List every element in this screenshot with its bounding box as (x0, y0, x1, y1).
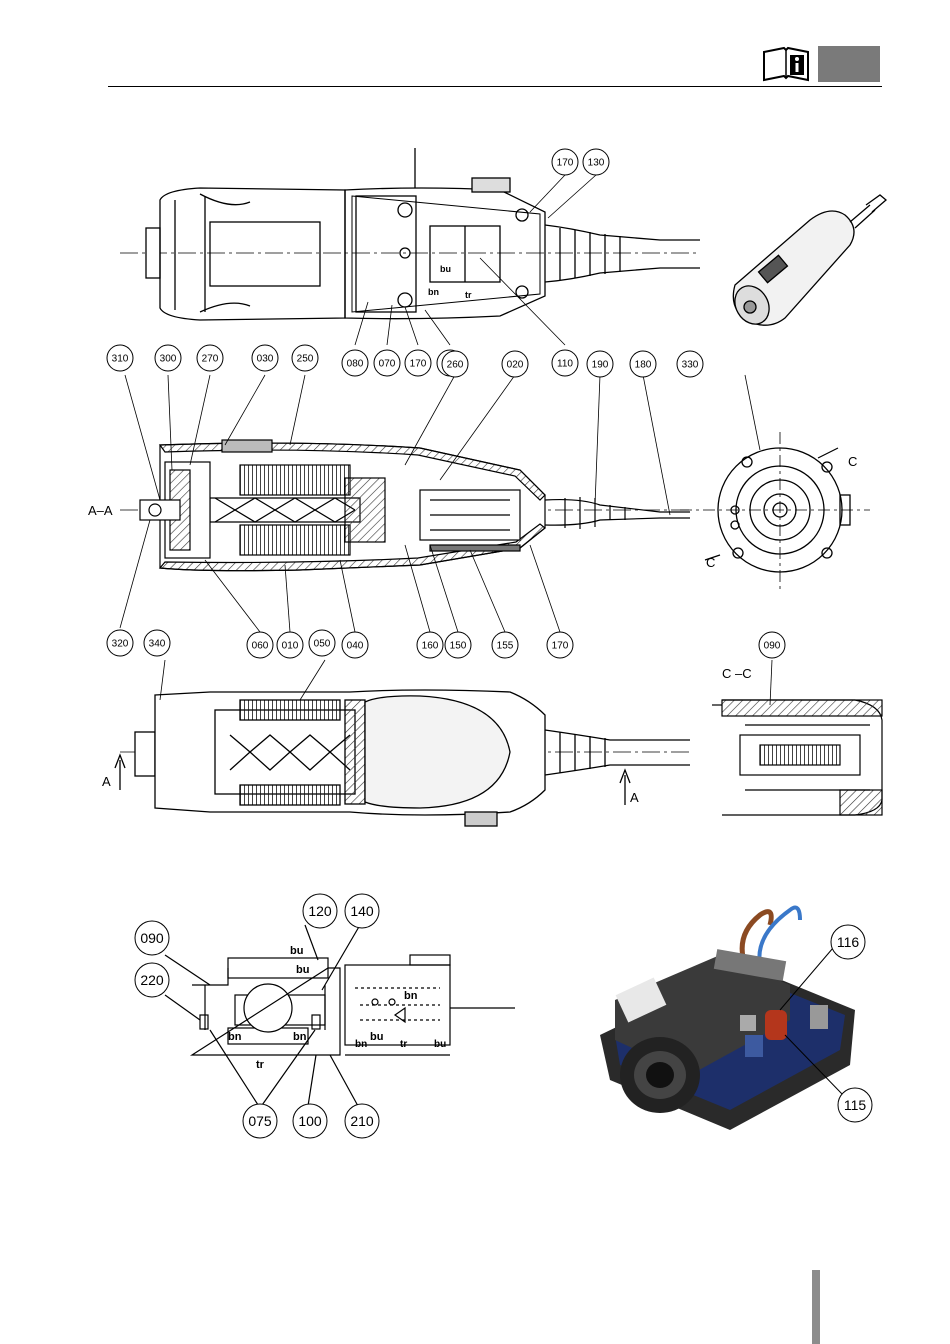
callout-number: 270 (202, 354, 219, 365)
callout-090: 090 (135, 921, 169, 955)
callout-310: 310 (107, 345, 133, 371)
callout-number: 160 (422, 641, 439, 652)
callout-150: 150 (445, 632, 471, 658)
callout-155: 155 (492, 632, 518, 658)
callout-030: 030 (252, 345, 278, 371)
callout-number: 060 (252, 641, 269, 652)
callout-number: 210 (350, 1113, 374, 1129)
callout-number: 170 (552, 641, 569, 652)
callout-170: 170 (547, 632, 573, 658)
callout-050: 050 (309, 630, 335, 656)
callout-300: 300 (155, 345, 181, 371)
callout-number: 330 (682, 360, 699, 371)
callout-130: 130 (583, 149, 609, 175)
callout-220: 220 (135, 963, 169, 997)
callout-160: 160 (417, 632, 443, 658)
callout-010: 010 (277, 632, 303, 658)
callout-number: 320 (112, 639, 129, 650)
callout-250: 250 (292, 345, 318, 371)
callout-number: 090 (140, 930, 164, 946)
callout-number: 130 (588, 158, 605, 169)
callout-number: 040 (347, 641, 364, 652)
callout-100: 100 (293, 1104, 327, 1138)
callout-number: 260 (447, 360, 464, 371)
callout-number: 170 (557, 158, 574, 169)
callout-170: 170 (405, 350, 431, 376)
callout-040: 040 (342, 632, 368, 658)
callout-120: 120 (303, 894, 337, 928)
callout-number: 220 (140, 972, 164, 988)
callout-115: 115 (838, 1088, 872, 1122)
page-edge-bar (812, 1270, 820, 1344)
callout-170: 170 (552, 149, 578, 175)
callout-number: 120 (308, 903, 332, 919)
callout-number: 140 (350, 903, 374, 919)
callout-060: 060 (247, 632, 273, 658)
callout-210: 210 (345, 1104, 379, 1138)
callout-number: 050 (314, 639, 331, 650)
callout-330: 330 (677, 351, 703, 377)
callout-number: 170 (410, 359, 427, 370)
callout-number: 070 (379, 359, 396, 370)
callout-number: 100 (298, 1113, 322, 1129)
callout-number: 010 (282, 641, 299, 652)
callout-number: 110 (557, 359, 573, 370)
callout-320: 320 (107, 630, 133, 656)
callout-340: 340 (144, 630, 170, 656)
callout-number: 150 (450, 641, 467, 652)
callout-number: 020 (507, 360, 524, 371)
callout-number: 250 (297, 354, 314, 365)
callout-number: 115 (844, 1097, 867, 1113)
callout-number: 310 (112, 354, 129, 365)
callout-number: 155 (497, 641, 514, 652)
callout-075: 075 (243, 1104, 277, 1138)
callout-070: 070 (374, 350, 400, 376)
callout-number: 180 (635, 360, 652, 371)
callout-180: 180 (630, 351, 656, 377)
callout-270: 270 (197, 345, 223, 371)
callout-116: 116 (831, 925, 865, 959)
callout-number: 300 (160, 354, 177, 365)
callout-number: 340 (149, 639, 166, 650)
callout-190: 190 (587, 351, 613, 377)
callout-080: 080 (342, 350, 368, 376)
callout-090: 090 (759, 632, 785, 658)
callout-110: 110 (552, 350, 578, 376)
callout-number: 075 (248, 1113, 272, 1129)
callout-020: 020 (502, 351, 528, 377)
callout-number: 030 (257, 354, 274, 365)
callout-number: 080 (347, 359, 364, 370)
callout-number: 190 (592, 360, 609, 371)
callout-number: 116 (837, 934, 860, 950)
callout-260: 260 (442, 351, 468, 377)
callout-140: 140 (345, 894, 379, 928)
callout-number: 090 (764, 641, 781, 652)
